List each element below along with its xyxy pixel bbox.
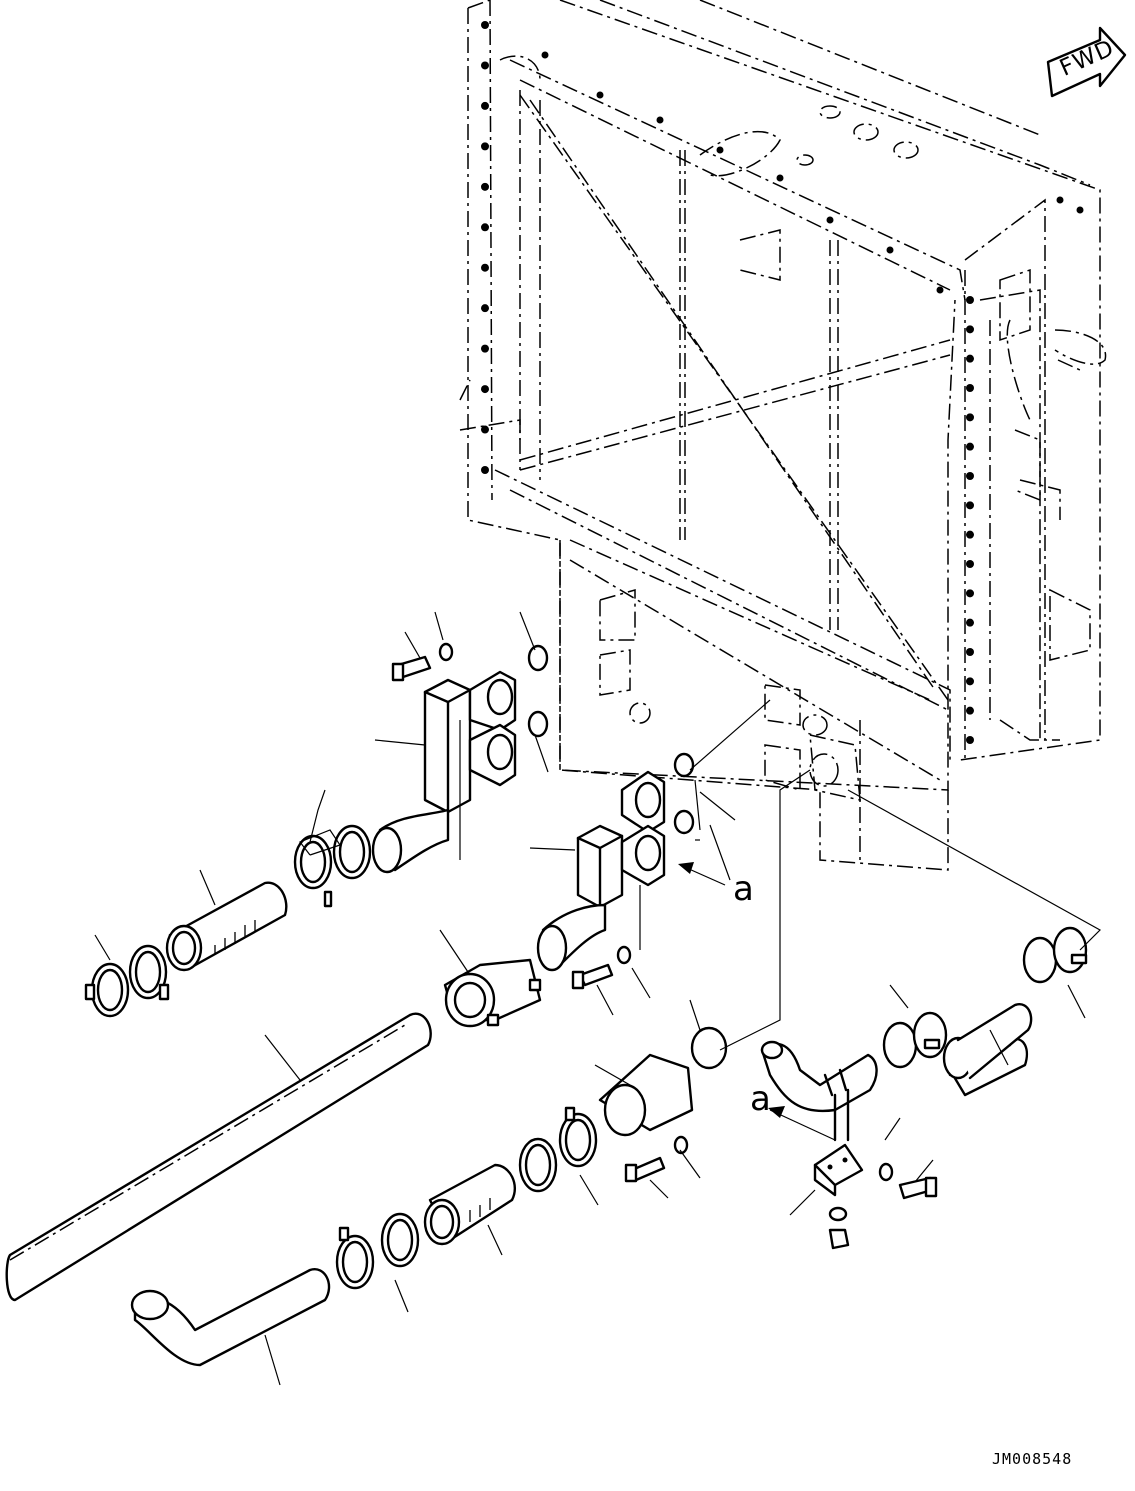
bent-pipe-right	[760, 1040, 878, 1142]
frame-bolt	[966, 706, 974, 715]
frame-bolt	[1056, 196, 1064, 204]
frame-bolt	[481, 101, 489, 110]
frame-bolt	[966, 501, 974, 510]
straight-hose-right	[942, 1003, 1033, 1097]
frame-bolt	[966, 472, 974, 480]
frame-bolt	[966, 560, 974, 568]
frame-bolt	[776, 174, 784, 182]
straight-hose-upper	[165, 881, 288, 972]
hose-clamps-bottom	[335, 1212, 420, 1290]
hose-clamps-lower	[518, 1106, 598, 1193]
frame-bolt	[966, 736, 974, 744]
lower-tube-assembly	[598, 1026, 728, 1183]
hose-clamps-right	[882, 926, 1088, 1069]
frame-bolt	[966, 677, 974, 686]
frame-bolt	[826, 216, 834, 224]
mounting-bracket	[813, 1143, 938, 1250]
hose-clamps-upper	[293, 824, 372, 908]
upper-tube-assembly	[371, 642, 549, 874]
split-flange-connector	[443, 958, 542, 1028]
frame-bolt	[966, 413, 974, 422]
frame-bolt	[481, 344, 489, 353]
frame-bolt	[481, 263, 489, 272]
frame-bolt	[966, 384, 974, 392]
radiator-frame	[459, 0, 1107, 871]
frame-bolt	[481, 142, 489, 151]
center-tube-assembly	[536, 752, 695, 990]
frame-bolt	[656, 116, 664, 124]
frame-bolt	[966, 618, 974, 627]
frame-bolt	[481, 182, 489, 191]
frame-bolt	[966, 589, 974, 598]
frame-bolt	[966, 354, 974, 363]
elbow-hose-bottom	[130, 1268, 331, 1367]
frame-bolt	[481, 21, 489, 29]
frame-bolt	[716, 146, 724, 154]
frame-bolt	[481, 466, 489, 474]
frame-bolt	[596, 91, 604, 99]
frame-bolt	[966, 325, 974, 334]
frame-bolt	[936, 286, 944, 294]
callout-arrow-a-upper	[678, 862, 726, 886]
frame-bolt	[886, 246, 894, 254]
leader-lines	[94, 611, 1101, 1386]
frame-bolt	[481, 385, 489, 394]
frame-bolt	[1076, 206, 1084, 214]
frame-bolt	[481, 304, 489, 313]
frame-bolt	[481, 425, 489, 434]
long-pipe	[5, 1012, 432, 1302]
frame-bolt	[481, 223, 489, 232]
hose-clamps-left	[84, 944, 170, 1018]
callout-label-a-upper: a	[733, 869, 754, 909]
fwd-arrow-icon	[1046, 26, 1127, 98]
frame-bolt	[481, 61, 489, 70]
frame-bolt	[966, 530, 974, 539]
frame-bolts	[481, 21, 1084, 744]
callout-label-a-lower: a	[750, 1079, 771, 1119]
callout-arrow-a-lower	[768, 1106, 836, 1141]
frame-bolt	[966, 296, 974, 304]
frame-bolt	[966, 648, 974, 656]
drawing-number: JM008548	[992, 1450, 1073, 1468]
frame-bolt	[966, 442, 974, 451]
straight-hose-lower	[423, 1163, 517, 1246]
frame-bolt	[541, 51, 549, 59]
